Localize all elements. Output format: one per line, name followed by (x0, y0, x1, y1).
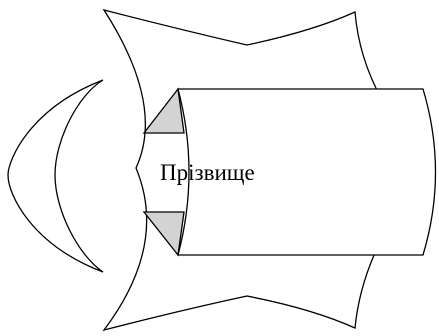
crescent-shape (8, 80, 103, 272)
banner-label: Прізвище (160, 160, 255, 185)
